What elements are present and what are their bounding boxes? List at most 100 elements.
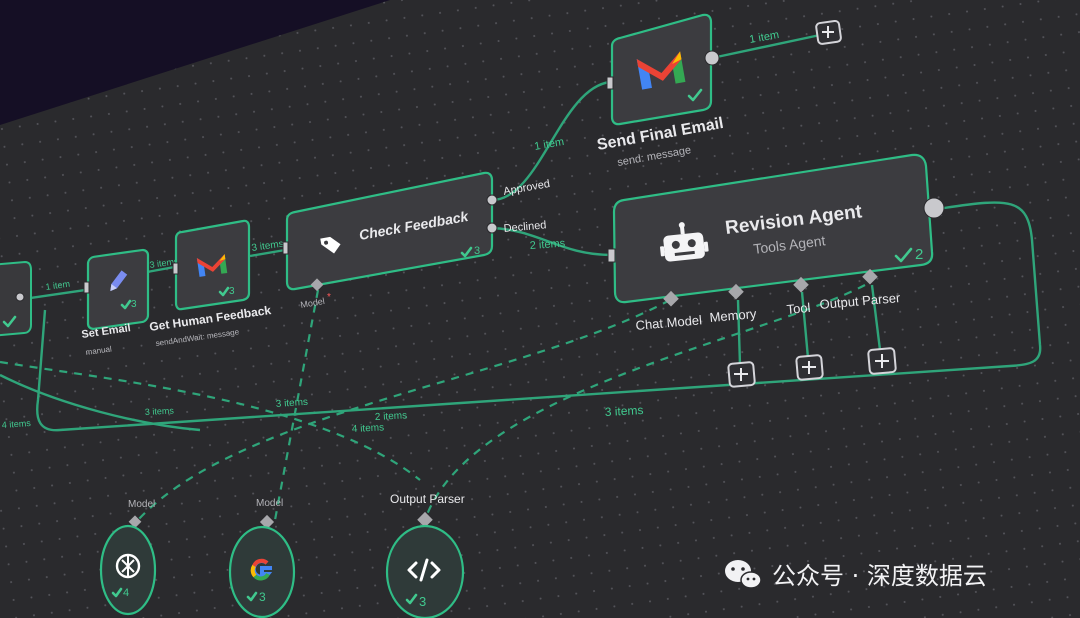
approved-port[interactable]	[486, 194, 498, 206]
google-port[interactable]	[259, 514, 275, 530]
parser-circle	[385, 524, 465, 618]
watermark: 公众号 · 深度数据云	[725, 560, 987, 590]
set-email-box	[86, 248, 150, 330]
node-output-parser[interactable]: Output Parser 3	[385, 492, 465, 618]
gmail-icon	[196, 254, 228, 277]
check-icon	[460, 246, 473, 258]
google-label: Model	[256, 498, 283, 509]
output-parser-port[interactable]	[862, 268, 878, 285]
add-node-button-final[interactable]	[815, 19, 842, 45]
wechat-icon	[725, 560, 762, 589]
plus-icon	[734, 368, 748, 381]
check-feedback-box	[285, 171, 494, 291]
code-icon	[407, 558, 441, 582]
conn-label-3-items-mid: 3 items	[275, 397, 308, 410]
input-port[interactable]	[282, 241, 289, 255]
wire-final-output	[711, 33, 821, 60]
input-port[interactable]	[172, 262, 179, 275]
conn-label-1-item: 1 item	[45, 279, 71, 292]
plus-icon	[822, 26, 834, 38]
port-label-output-parser: Output Parser	[819, 290, 902, 312]
conn-label-4-items-left: 4 items	[1, 418, 31, 430]
add-memory-button[interactable]	[727, 361, 756, 388]
declined-label: Declined	[503, 219, 547, 235]
node-openai-model[interactable]: Model 4	[99, 499, 157, 616]
conn-label-approved-1-item: 1 item	[533, 136, 565, 153]
conn-label-4-items-mid: 4 items	[352, 422, 385, 435]
plus-icon	[875, 354, 889, 368]
tag-icon	[320, 236, 341, 254]
conn-label-2-items-low: 2 items	[375, 410, 408, 423]
parser-label: Output Parser	[390, 492, 465, 506]
google-icon	[250, 558, 273, 581]
check-icon	[120, 299, 132, 310]
revision-agent-count: 2	[915, 246, 923, 263]
check-feedback-count: 3	[474, 245, 480, 257]
port-label-tool: Tool	[786, 300, 811, 317]
check-icon	[405, 593, 418, 605]
tool-port[interactable]	[793, 276, 809, 293]
check-icon	[111, 587, 123, 598]
parser-count: 3	[419, 594, 426, 609]
add-tool-button[interactable]	[795, 354, 824, 381]
wire-loop-back	[36, 201, 1042, 432]
openai-count: 4	[123, 587, 129, 599]
node-set-email[interactable]: 3 Set Email manual	[81, 248, 150, 357]
wire-into-set-email	[29, 288, 86, 300]
check-icon	[218, 286, 230, 297]
watermark-text: 公众号 · 深度数据云	[772, 562, 987, 590]
conn-label-2-items: 2 items	[529, 238, 566, 252]
openai-port[interactable]	[128, 515, 142, 529]
wire-chat-model-openai	[137, 299, 671, 521]
check-icon	[894, 247, 913, 263]
send-final-box	[610, 13, 713, 126]
conn-label-final-1-item: 1 item	[748, 29, 780, 46]
check-icon	[2, 315, 17, 328]
human-feedback-count: 3	[229, 286, 235, 297]
pencil-icon	[110, 270, 128, 292]
wire-parser-plus	[870, 284, 882, 351]
plus-icon	[802, 361, 816, 374]
input-port[interactable]	[607, 248, 616, 263]
output-port[interactable]	[704, 50, 720, 66]
conn-label-3-items-low: 3 items	[604, 403, 643, 419]
wire-memory	[736, 299, 742, 366]
wire-tool	[800, 291, 810, 359]
check-model-label: Model	[300, 296, 326, 310]
output-port[interactable]	[15, 292, 25, 302]
input-port[interactable]	[606, 76, 614, 90]
node-check-feedback[interactable]: Check Feedback 3 Approved Declined Model…	[282, 171, 551, 310]
port-label-chat-model: Chat Model	[635, 312, 703, 333]
port-label-memory: Memory	[709, 306, 758, 325]
openai-icon	[115, 553, 141, 579]
chat-model-port[interactable]	[663, 290, 679, 307]
connections	[0, 33, 1042, 521]
conn-label-3-items-b: 3 items	[251, 239, 284, 254]
revision-agent-box	[612, 153, 934, 304]
google-count: 3	[259, 590, 266, 604]
conn-label-3-items-a: 3 items	[149, 256, 180, 270]
model-port[interactable]	[310, 278, 324, 292]
input-port[interactable]	[83, 281, 90, 294]
wire-approved	[491, 80, 611, 202]
add-output-parser-button[interactable]	[867, 347, 897, 375]
output-port[interactable]	[923, 197, 945, 219]
set-email-subtitle: manual	[85, 344, 112, 357]
conn-label-3-items-left: 3 items	[145, 405, 175, 417]
openai-label: Model	[128, 499, 155, 510]
connection-labels: 1 item 3 items 3 items 1 item 1 item 2 i…	[1, 29, 780, 435]
gmail-icon	[636, 51, 686, 90]
wire-output-parser	[423, 284, 866, 521]
memory-port[interactable]	[728, 283, 744, 300]
robot-icon	[660, 222, 709, 262]
wire-left-low	[0, 373, 201, 432]
required-asterisk: *	[327, 292, 331, 303]
declined-port[interactable]	[486, 222, 498, 234]
human-feedback-box	[174, 219, 251, 311]
node-revision-agent[interactable]: Revision Agent Tools Agent 2 Chat Model …	[607, 153, 945, 333]
left-edge-node[interactable]	[0, 260, 32, 337]
wire-left-parser	[0, 360, 421, 481]
node-google-model[interactable]: Model 3	[228, 498, 296, 618]
